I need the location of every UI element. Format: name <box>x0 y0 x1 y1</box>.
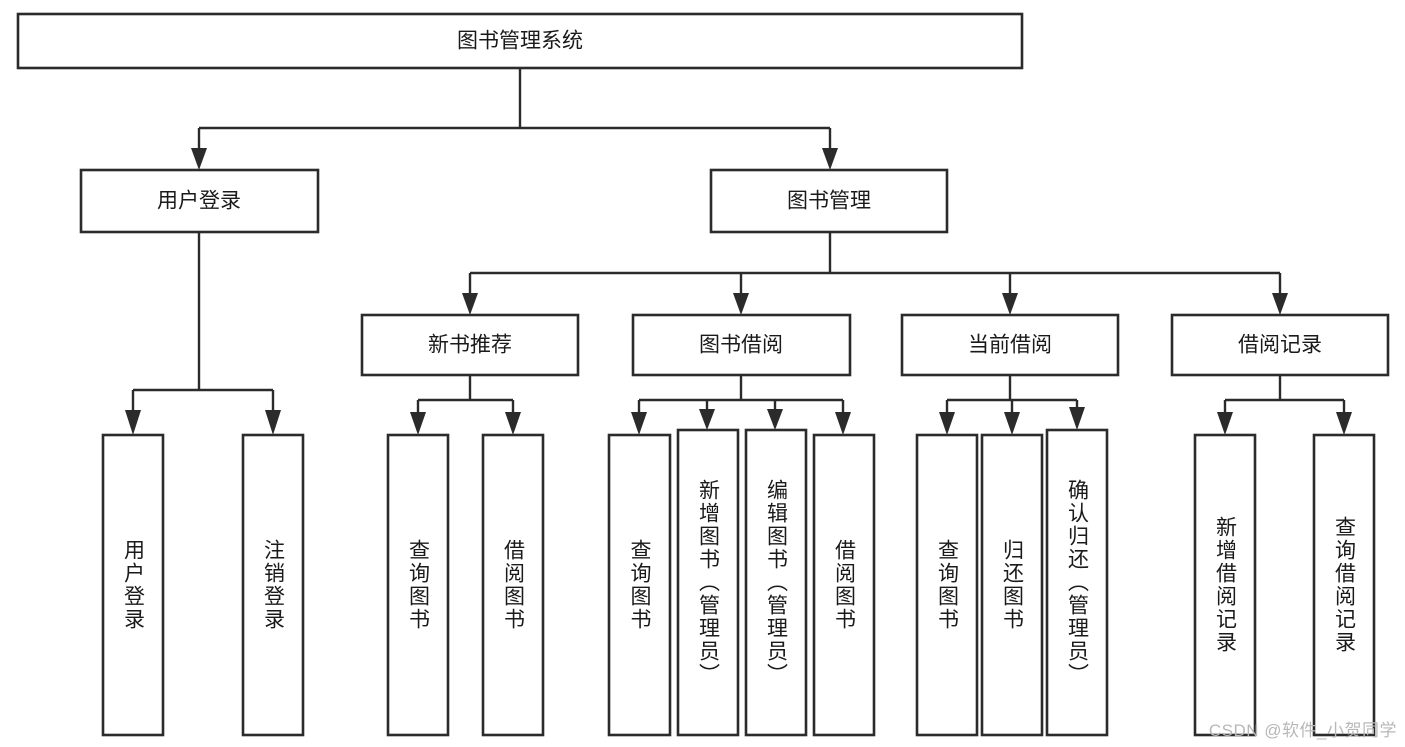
leaf-box-new-book-1[interactable] <box>386 433 450 737</box>
arrowhead-leaf-current-borrow-3 <box>1069 407 1085 430</box>
arrowhead-leaf-user-login-2 <box>265 410 281 435</box>
leaf-box-borrow-record-2[interactable] <box>1312 433 1376 737</box>
node-root-label: 图书管理系统 <box>457 30 583 53</box>
arrowhead-leaf-borrow-record-1 <box>1217 412 1233 435</box>
connector-group-book-manage <box>462 232 1288 315</box>
connector-group-borrow-record-leaves <box>1217 375 1352 435</box>
arrowhead-leaf-borrow-record-2 <box>1336 412 1352 435</box>
leaf-box-book-borrow-3[interactable] <box>744 428 808 737</box>
arrowhead-leaf-book-borrow-2 <box>699 409 715 430</box>
node-root[interactable] <box>16 12 1024 70</box>
node-current-borrow[interactable] <box>900 313 1120 377</box>
node-user-login-label: 用户登录 <box>157 190 241 213</box>
leaf-box-current-borrow-2[interactable] <box>980 433 1044 737</box>
node-user-login[interactable] <box>79 168 320 234</box>
arrowhead-leaf-new-book-1 <box>410 412 426 435</box>
arrowhead-new-book <box>462 293 478 315</box>
arrowhead-leaf-book-borrow-4 <box>835 412 851 435</box>
node-new-book-recommend-label: 新书推荐 <box>428 334 512 357</box>
arrowhead-leaf-current-borrow-1 <box>939 412 955 435</box>
watermark-text: CSDN @软件_小贺同学 <box>1208 721 1397 740</box>
node-new-book-recommend[interactable] <box>360 313 580 377</box>
leaf-box-user-login-1[interactable] <box>101 433 165 737</box>
node-book-borrow-label: 图书借阅 <box>699 334 783 357</box>
arrowhead-user-login <box>191 148 207 170</box>
leaf-box-current-borrow-1[interactable] <box>915 433 979 737</box>
node-book-borrow[interactable] <box>631 313 852 377</box>
connector-group-book-borrow-leaves <box>631 375 851 435</box>
connector-group-root <box>191 68 838 170</box>
leaf-box-book-borrow-1[interactable] <box>607 433 672 737</box>
node-borrow-record-label: 借阅记录 <box>1238 334 1322 357</box>
arrowhead-leaf-current-borrow-2 <box>1004 412 1020 435</box>
arrowhead-leaf-user-login-1 <box>125 410 141 435</box>
arrowhead-leaf-new-book-2 <box>505 412 521 435</box>
arrowhead-leaf-book-borrow-3 <box>767 409 783 430</box>
leaf-box-book-borrow-4[interactable] <box>812 433 876 737</box>
arrowhead-leaf-book-borrow-1 <box>631 412 647 435</box>
node-current-borrow-label: 当前借阅 <box>968 334 1052 357</box>
arrowhead-borrow-record <box>1272 293 1288 315</box>
connector-group-current-borrow-leaves <box>939 375 1085 435</box>
connector-group-user-login-leaves <box>125 232 281 435</box>
leaf-box-book-borrow-2[interactable] <box>676 428 740 737</box>
node-book-manage[interactable] <box>709 168 949 234</box>
node-borrow-record[interactable] <box>1170 313 1390 377</box>
arrowhead-current-borrow <box>1002 293 1018 315</box>
leaf-box-user-login-2[interactable] <box>241 433 305 737</box>
node-book-manage-label: 图书管理 <box>787 190 871 213</box>
leaf-box-current-borrow-3[interactable] <box>1045 428 1109 737</box>
leaf-box-new-book-2[interactable] <box>481 433 545 737</box>
leaf-box-borrow-record-1[interactable] <box>1193 433 1257 737</box>
arrowhead-book-borrow <box>733 293 749 315</box>
arrowhead-book-manage <box>822 148 838 170</box>
connector-group-new-book-leaves <box>410 375 521 435</box>
